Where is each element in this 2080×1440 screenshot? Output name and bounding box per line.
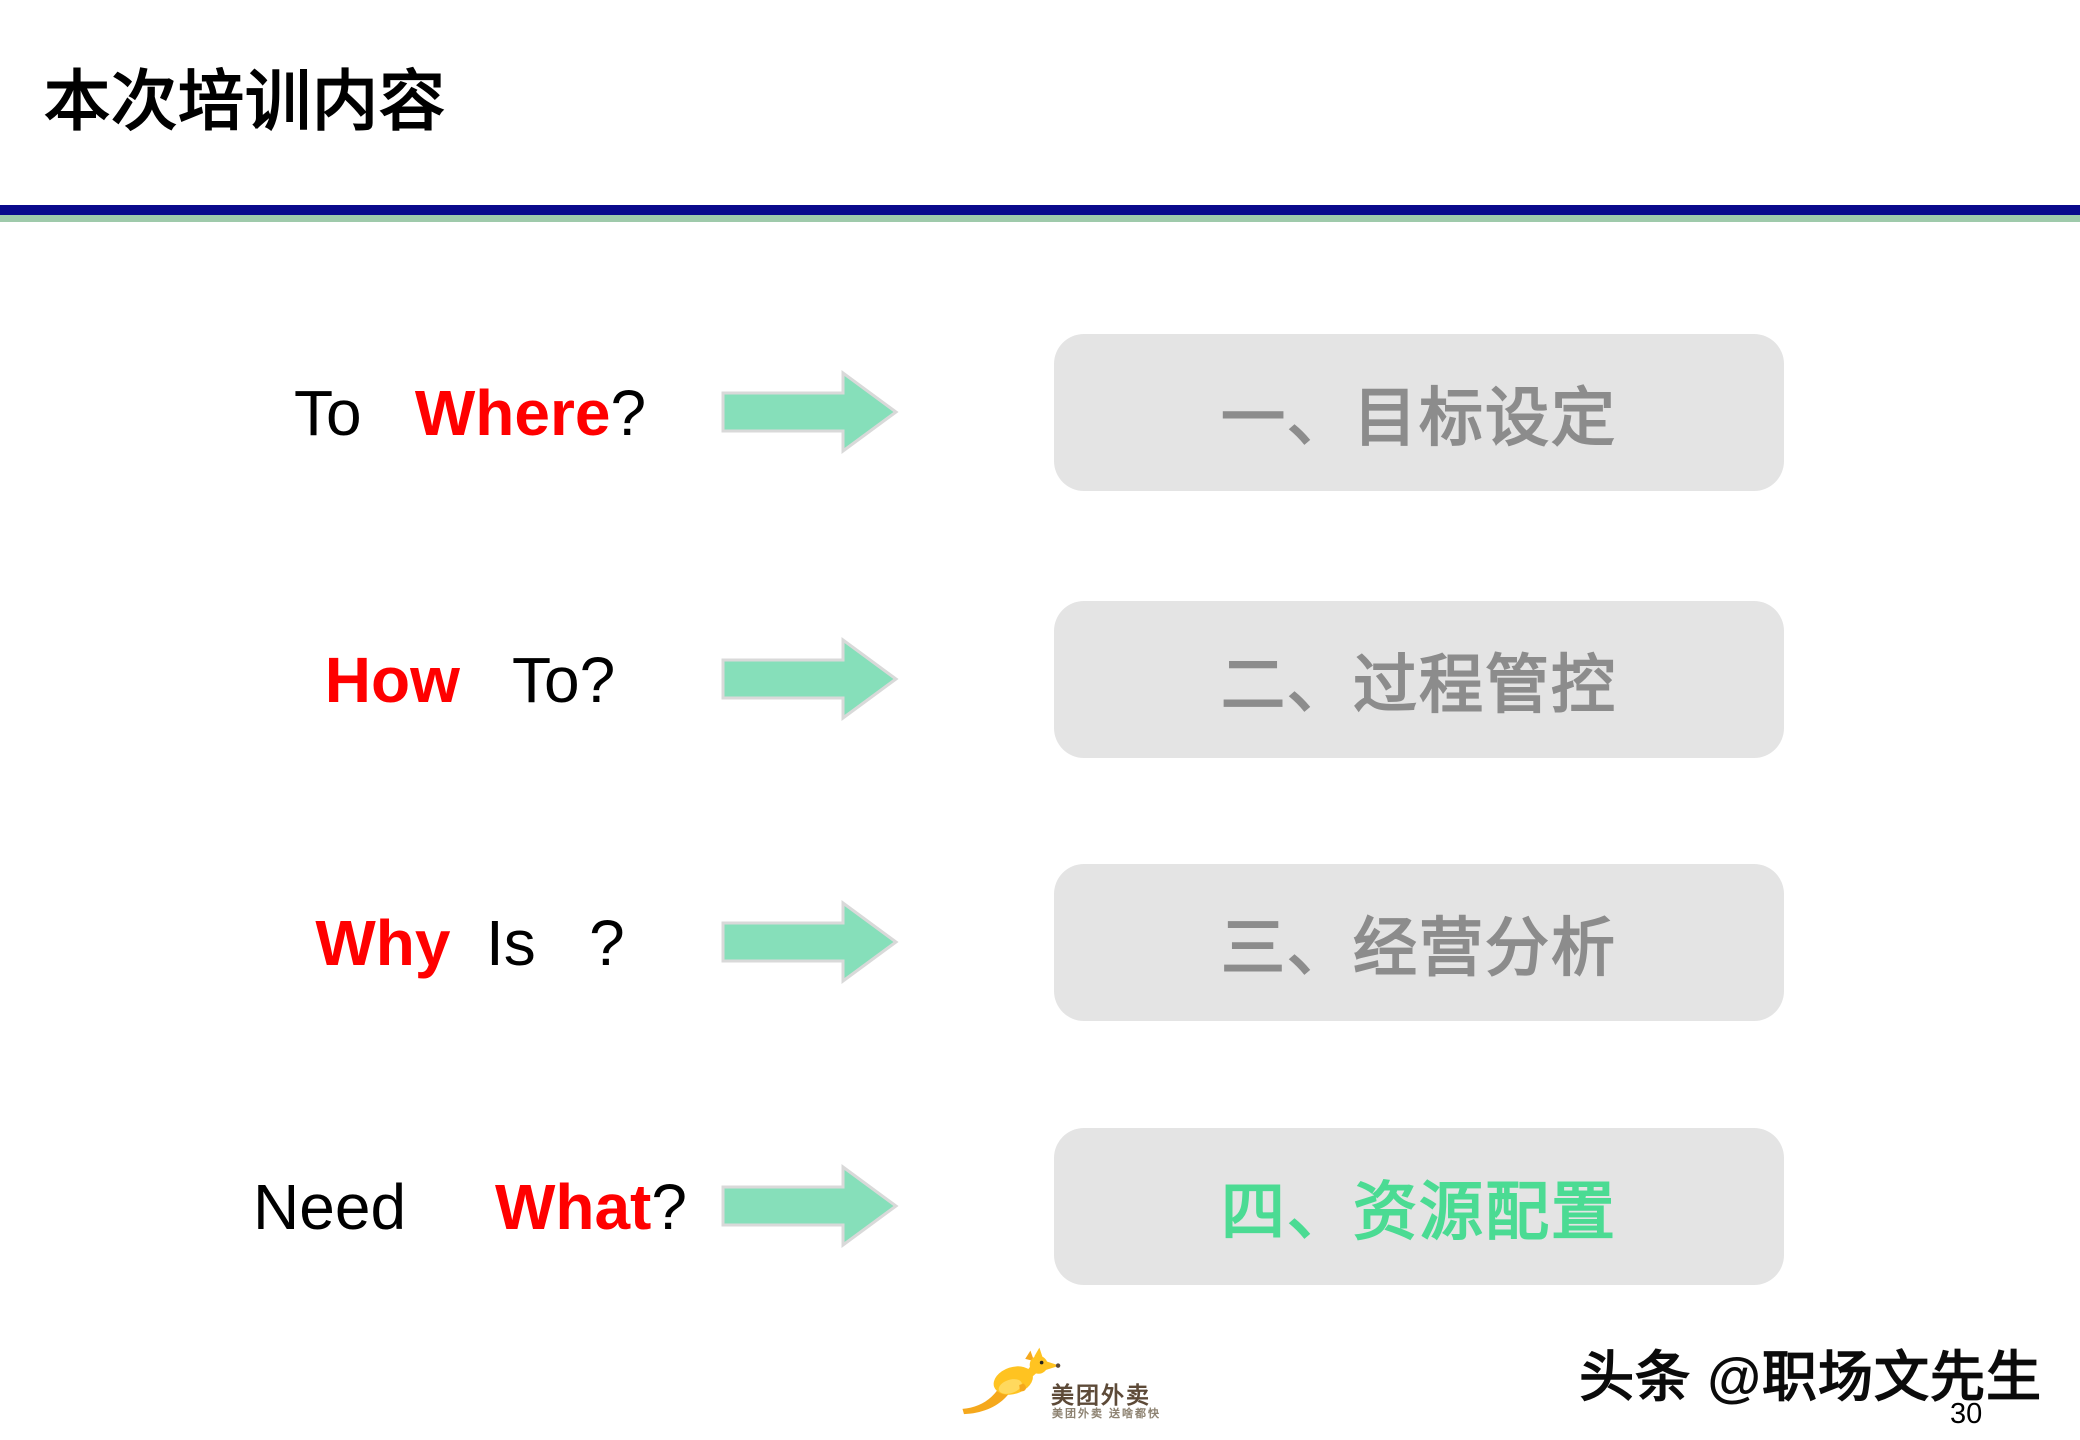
question-4-part-2: ? (651, 1170, 687, 1243)
question-1-part-1: To (293, 376, 415, 449)
section-box-4: 四、资源配置 (1054, 1128, 1784, 1285)
section-box-3-label: 三、经营分析 (1221, 911, 1617, 984)
logo-name: 美团外卖 (1051, 1382, 1151, 1408)
section-box-2: 二、过程管控 (1054, 601, 1784, 758)
section-box-1-label: 一、目标设定 (1221, 381, 1617, 454)
section-box-3: 三、经营分析 (1054, 864, 1784, 1021)
content-row-2: How To? 二、过程管控 (0, 601, 2080, 758)
question-3-part-2: Is ? (450, 906, 625, 979)
kangaroo-icon (962, 1347, 1061, 1415)
right-arrow-icon (721, 637, 899, 721)
right-arrow-icon (721, 1164, 899, 1248)
question-3-highlight: Why (315, 906, 451, 979)
content-row-4: Need What? 四、资源配置 (0, 1128, 2080, 1285)
question-4-part-1: Need (253, 1170, 495, 1243)
right-arrow-icon (721, 370, 899, 454)
question-2-highlight: How (324, 643, 460, 716)
question-2-part-2: To? (459, 643, 616, 716)
section-box-1: 一、目标设定 (1054, 334, 1784, 491)
question-4-highlight: What (494, 1170, 652, 1243)
page-title: 本次培训内容 (44, 66, 446, 139)
meituan-logo: 美团外卖 美团外卖 送啥都快 (958, 1340, 1218, 1435)
section-box-2-label: 二、过程管控 (1221, 648, 1617, 721)
question-text-4: Need What? (170, 1128, 770, 1285)
question-1-part-2: ? (610, 376, 647, 449)
right-arrow-icon (721, 900, 899, 984)
page-number: 30 (1950, 1398, 1983, 1430)
divider-green-line (0, 215, 2080, 222)
logo-tagline: 美团外卖 送啥都快 (1052, 1408, 1162, 1420)
question-text-3: Why Is ? (170, 864, 770, 1021)
question-text-1: To Where? (170, 334, 770, 491)
content-row-3: Why Is ? 三、经营分析 (0, 864, 2080, 1021)
question-text-2: How To? (170, 601, 770, 758)
content-row-1: To Where? 一、目标设定 (0, 334, 2080, 491)
section-box-4-label: 四、资源配置 (1221, 1175, 1617, 1248)
divider-navy-line (0, 205, 2080, 215)
question-1-highlight: Where (414, 376, 611, 449)
watermark-text: 头条 @职场文先生 (1579, 1346, 2042, 1408)
